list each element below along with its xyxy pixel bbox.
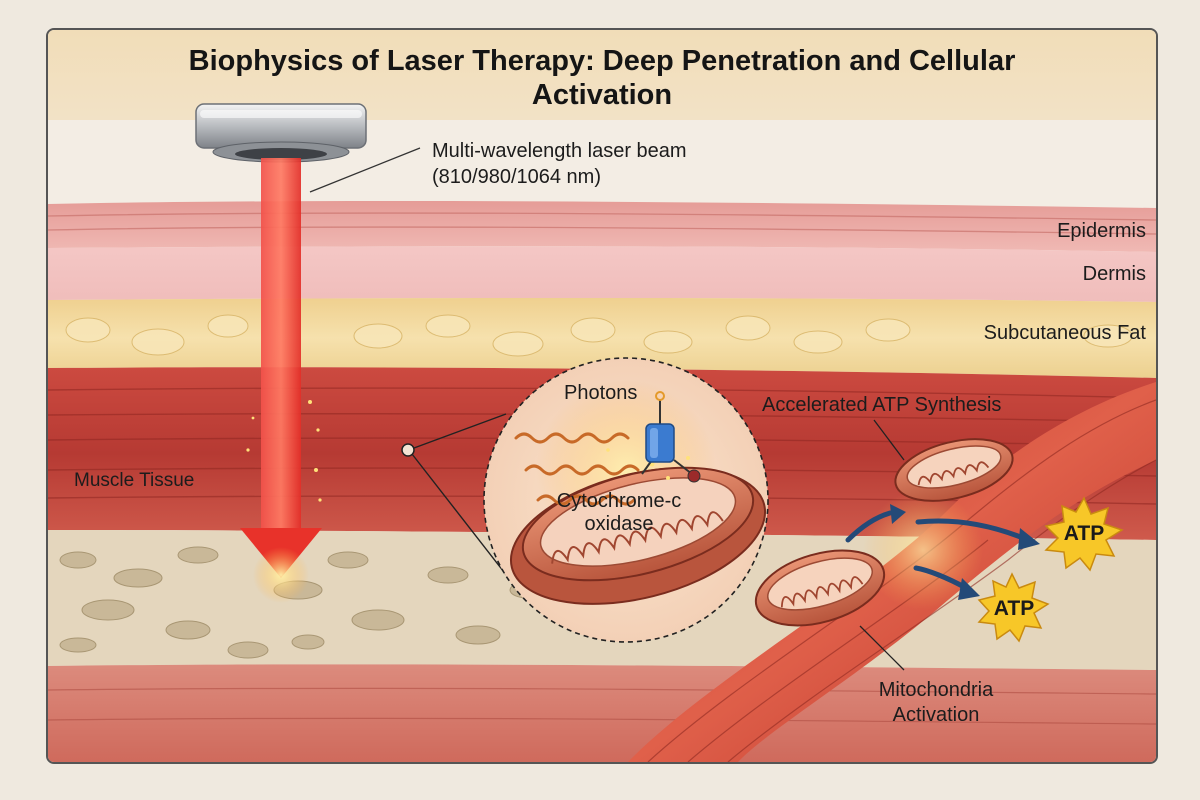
mitochondria-label-line-1: Mitochondria xyxy=(878,679,994,701)
atp-synthesis-label: Accelerated ATP Synthesis xyxy=(762,394,1002,416)
zoom-line-top xyxy=(413,413,507,449)
laser-beam xyxy=(240,158,322,603)
atp-burst-1 xyxy=(1044,496,1124,572)
title-line-1: Biophysics of Laser Therapy: Deep Penetr… xyxy=(188,45,1016,77)
mitochondria-label-line-2: Activation xyxy=(892,704,980,726)
laser-leader-line xyxy=(309,147,421,193)
magnified-inset xyxy=(483,357,769,643)
cytochrome-label: Cytochrome-c oxidase xyxy=(534,490,704,536)
epidermis-layer xyxy=(48,201,1156,252)
atp-synthesis-leader xyxy=(873,419,905,461)
epidermis-label: Epidermis xyxy=(1057,220,1146,242)
title-line-2: Activation xyxy=(531,79,673,111)
atp-label-1: ATP xyxy=(1063,522,1105,545)
zoom-line-bottom xyxy=(411,453,519,591)
cytochrome-label-line-1: Cytochrome-c xyxy=(556,490,682,512)
subcutaneous-fat-label: Subcutaneous Fat xyxy=(983,322,1146,344)
diagram-frame: Biophysics of Laser Therapy: Deep Penetr… xyxy=(46,28,1158,764)
fat-cells xyxy=(65,314,1133,357)
photons-label: Photons xyxy=(564,382,638,404)
tissue-illustration xyxy=(48,103,1156,762)
mitochondrion-lower xyxy=(754,549,886,627)
laser-beam-label: Multi-wavelength laser beam (810/980/106… xyxy=(432,138,687,190)
cytochrome-enzyme-icon xyxy=(641,391,701,483)
atp-burst-2 xyxy=(977,572,1050,643)
atp-label-2: ATP xyxy=(993,597,1035,620)
laser-label-line-2: (810/980/1064 nm) xyxy=(432,166,602,188)
mitochondria-activation-label: Mitochondria Activation xyxy=(866,678,1006,728)
muscle-tissue-label: Muscle Tissue xyxy=(74,470,195,491)
cytochrome-label-line-2: oxidase xyxy=(584,513,654,535)
mitochondria-leader xyxy=(859,625,905,671)
arrow-heads xyxy=(890,504,1040,600)
sparkles xyxy=(246,400,322,502)
dermis-layer xyxy=(48,246,1156,302)
mitochondrion-upper xyxy=(894,438,1014,502)
page-title: Biophysics of Laser Therapy: Deep Penetr… xyxy=(48,44,1156,112)
laser-label-line-1: Multi-wavelength laser beam xyxy=(432,140,687,162)
photon-waves xyxy=(514,432,640,506)
laser-probe-icon xyxy=(195,103,367,163)
zoom-origin-marker xyxy=(401,443,415,457)
dermis-label: Dermis xyxy=(1082,263,1146,285)
